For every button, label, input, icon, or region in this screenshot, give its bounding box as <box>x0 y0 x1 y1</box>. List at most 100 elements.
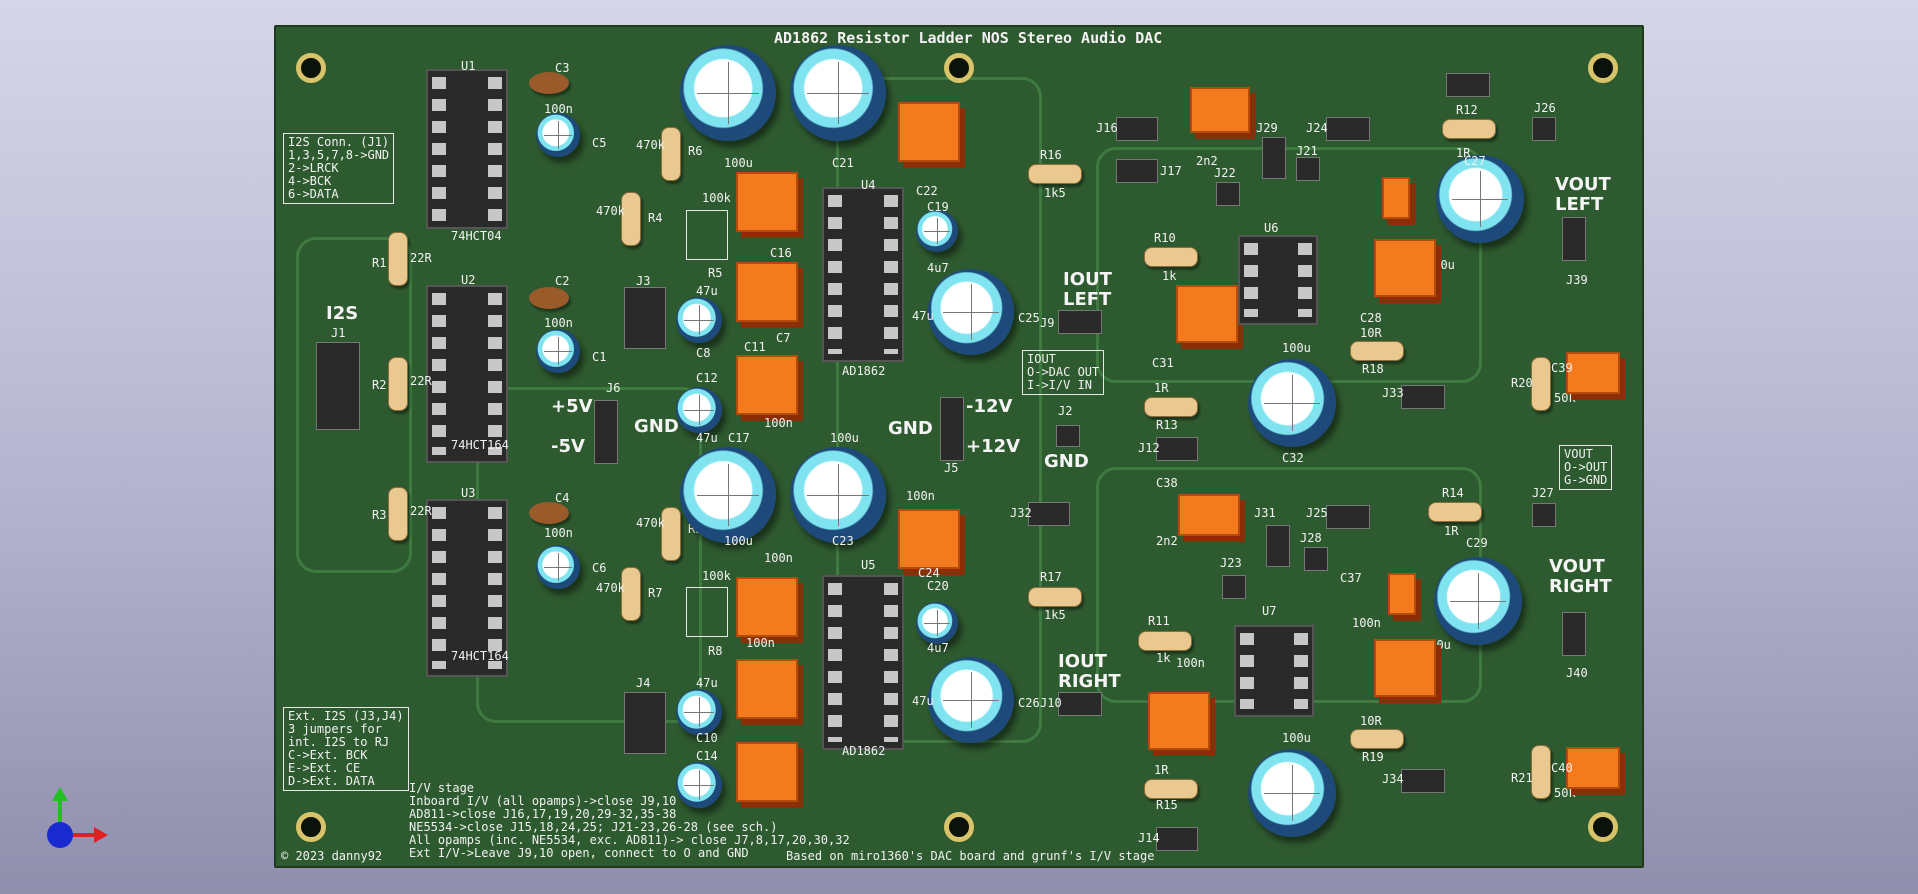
jumper-j34[interactable] <box>1401 769 1445 793</box>
pcb-board[interactable]: AD1862 Resistor Ladder NOS Stereo Audio … <box>274 25 1644 868</box>
capacitor-c28[interactable] <box>1374 239 1436 297</box>
jumper-j27[interactable] <box>1532 503 1556 527</box>
resistor-r11[interactable] <box>1138 631 1192 651</box>
capacitor-film[interactable] <box>736 742 798 802</box>
capacitor-c4[interactable] <box>529 502 569 524</box>
ic-u3[interactable] <box>426 499 508 677</box>
capacitor-film[interactable] <box>736 577 798 637</box>
jumper-j40[interactable] <box>1562 612 1586 656</box>
resistor-r6[interactable] <box>661 127 681 181</box>
capacitor-c16[interactable] <box>736 172 798 232</box>
resistor-r3[interactable] <box>388 487 408 541</box>
capacitor-c22[interactable] <box>898 102 960 162</box>
jumper-j32[interactable] <box>1028 502 1070 526</box>
resistor-r15[interactable] <box>1144 779 1198 799</box>
jumper-top[interactable] <box>1446 73 1490 97</box>
capacitor-c3[interactable] <box>529 72 569 94</box>
jumper-j39[interactable] <box>1562 217 1586 261</box>
connector-j10[interactable] <box>1058 692 1102 716</box>
jumper-j12[interactable] <box>1156 437 1198 461</box>
ref-c22: C22 <box>916 184 938 198</box>
jumper-j25[interactable] <box>1326 505 1370 529</box>
resistor-r18[interactable] <box>1350 341 1404 361</box>
resistor-r16[interactable] <box>1028 164 1082 184</box>
ic-u7[interactable] <box>1234 625 1314 717</box>
ic-u2[interactable] <box>426 285 508 463</box>
capacitor-film-c3x[interactable] <box>1148 692 1210 750</box>
capacitor-c17[interactable] <box>680 447 776 543</box>
resistor-r21[interactable] <box>1531 745 1551 799</box>
capacitor-c23[interactable] <box>790 447 886 543</box>
jumper-j17[interactable] <box>1116 159 1158 183</box>
ic-u4[interactable] <box>822 187 904 362</box>
ic-u6[interactable] <box>1238 235 1318 325</box>
capacitor-c2[interactable] <box>529 287 569 309</box>
capacitor-c1[interactable] <box>536 329 580 373</box>
resistor-r4[interactable] <box>621 192 641 246</box>
resistor-r14[interactable] <box>1428 502 1482 522</box>
capacitor-c38[interactable] <box>1178 494 1240 536</box>
jumper-j28[interactable] <box>1304 547 1328 571</box>
connector-j4[interactable] <box>624 692 666 754</box>
capacitor-c31[interactable] <box>1176 285 1238 343</box>
jumper-j31[interactable] <box>1266 525 1290 567</box>
trimmer-r8[interactable] <box>686 587 728 637</box>
connector-j5[interactable] <box>940 397 964 461</box>
capacitor-c37[interactable] <box>1374 639 1436 697</box>
capacitor-elec-lower[interactable] <box>1248 749 1336 837</box>
connector-j2[interactable] <box>1056 425 1080 447</box>
capacitor-c11[interactable] <box>736 355 798 415</box>
capacitor-film[interactable] <box>736 659 798 719</box>
capacitor-c25[interactable] <box>928 269 1014 355</box>
capacitor-c27[interactable] <box>1436 155 1524 243</box>
jumper-j14[interactable] <box>1156 827 1198 851</box>
capacitor-c39[interactable] <box>1566 352 1620 394</box>
jumper-j33[interactable] <box>1401 385 1445 409</box>
capacitor-small-film[interactable] <box>1388 573 1416 615</box>
jumper-j22[interactable] <box>1216 182 1240 206</box>
jumper-j24[interactable] <box>1326 117 1370 141</box>
resistor-r13[interactable] <box>1144 397 1198 417</box>
capacitor-c21[interactable] <box>790 45 886 141</box>
capacitor-2n2[interactable] <box>1190 87 1250 133</box>
resistor-r19[interactable] <box>1350 729 1404 749</box>
capacitor-c12[interactable] <box>676 387 722 433</box>
resistor-r17[interactable] <box>1028 587 1082 607</box>
trimmer-r5[interactable] <box>686 210 728 260</box>
jumper-j23[interactable] <box>1222 575 1246 599</box>
connector-j1[interactable] <box>316 342 360 430</box>
connector-j9[interactable] <box>1058 310 1102 334</box>
3d-axis-gizmo-icon[interactable] <box>40 785 120 855</box>
capacitor-c32[interactable] <box>1248 359 1336 447</box>
resistor-r5[interactable] <box>661 507 681 561</box>
capacitor-small-film[interactable] <box>1382 177 1410 219</box>
capacitor-c10[interactable] <box>676 689 722 735</box>
capacitor-c26[interactable] <box>928 657 1014 743</box>
resistor-r2[interactable] <box>388 357 408 411</box>
resistor-r10[interactable] <box>1144 247 1198 267</box>
capacitor-c40[interactable] <box>1566 747 1620 789</box>
ic-u1[interactable] <box>426 69 508 229</box>
jumper-j21[interactable] <box>1296 157 1320 181</box>
capacitor-c5[interactable] <box>536 113 580 157</box>
capacitor-c19[interactable] <box>916 210 958 252</box>
ref-r4: R4 <box>648 211 663 225</box>
jumper-j26[interactable] <box>1532 117 1556 141</box>
capacitor-c24[interactable] <box>898 509 960 569</box>
resistor-r20[interactable] <box>1531 357 1551 411</box>
connector-j6[interactable] <box>594 400 618 464</box>
ic-u5[interactable] <box>822 575 904 750</box>
capacitor-c14[interactable] <box>676 762 722 808</box>
capacitor-c21[interactable] <box>680 45 776 141</box>
capacitor-c20[interactable] <box>916 602 958 644</box>
capacitor-c8[interactable] <box>676 297 722 343</box>
capacitor-c7[interactable] <box>736 262 798 322</box>
jumper-j29[interactable] <box>1262 137 1286 179</box>
resistor-r12[interactable] <box>1442 119 1496 139</box>
capacitor-c29[interactable] <box>1434 557 1522 645</box>
capacitor-c6[interactable] <box>536 545 580 589</box>
jumper-j16[interactable] <box>1116 117 1158 141</box>
connector-j3[interactable] <box>624 287 666 349</box>
resistor-r1[interactable] <box>388 232 408 286</box>
resistor-r7[interactable] <box>621 567 641 621</box>
